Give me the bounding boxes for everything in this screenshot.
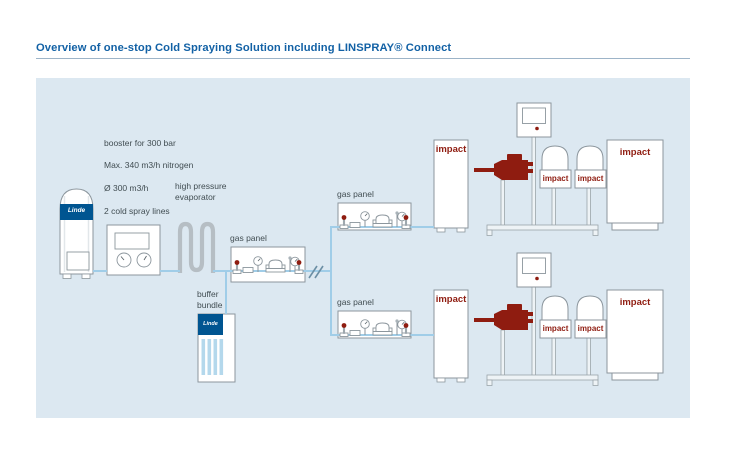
impact-label-dome2-lower: impact [577, 324, 604, 333]
booster-unit [106, 224, 161, 276]
buffer-bundle-label: buffer bundle [197, 289, 223, 310]
impact-label-dome2-upper: impact [577, 174, 604, 183]
gas-panel-label-2: gas panel [337, 189, 374, 199]
spray-station-lower [433, 252, 664, 386]
evaporator-coil [177, 221, 216, 273]
booster-spec-line: 2 cold spray lines [104, 205, 170, 216]
nitrogen-tank [59, 188, 94, 279]
gas-panel-label-1: gas panel [230, 233, 267, 243]
gas-panel-label-3: gas panel [337, 297, 374, 307]
impact-label-dome1-lower: impact [542, 324, 569, 333]
impact-label-booth-upper: impact [619, 147, 651, 158]
impact-label-cabinet-upper: impact [435, 144, 467, 155]
diagram-canvas: booster for 300 bar Max. 340 m3/h nitrog… [36, 78, 690, 418]
booster-spec-line: booster for 300 bar [104, 137, 176, 148]
diagram-graphics [59, 102, 664, 386]
buffer-bundle [197, 313, 236, 383]
booster-spec-line: Max. 340 m3/h nitrogen [104, 160, 194, 171]
line-break-symbol [308, 265, 324, 279]
impact-label-dome1-upper: impact [542, 174, 569, 183]
impact-label-cabinet-lower: impact [435, 294, 467, 305]
page-title: Overview of one-stop Cold Spraying Solut… [36, 42, 452, 54]
impact-label-booth-lower: impact [619, 297, 651, 308]
evaporator-label: high pressure evaporator [175, 181, 227, 202]
booster-specs: booster for 300 bar Max. 340 m3/h nitrog… [104, 126, 193, 228]
title-underline [36, 58, 690, 59]
spray-station-upper [433, 102, 664, 236]
booster-spec-line: Ø 300 m3/h [104, 183, 149, 194]
linde-logo-bundle: Linde [203, 321, 218, 327]
linde-logo-tank: Linde [67, 207, 86, 214]
